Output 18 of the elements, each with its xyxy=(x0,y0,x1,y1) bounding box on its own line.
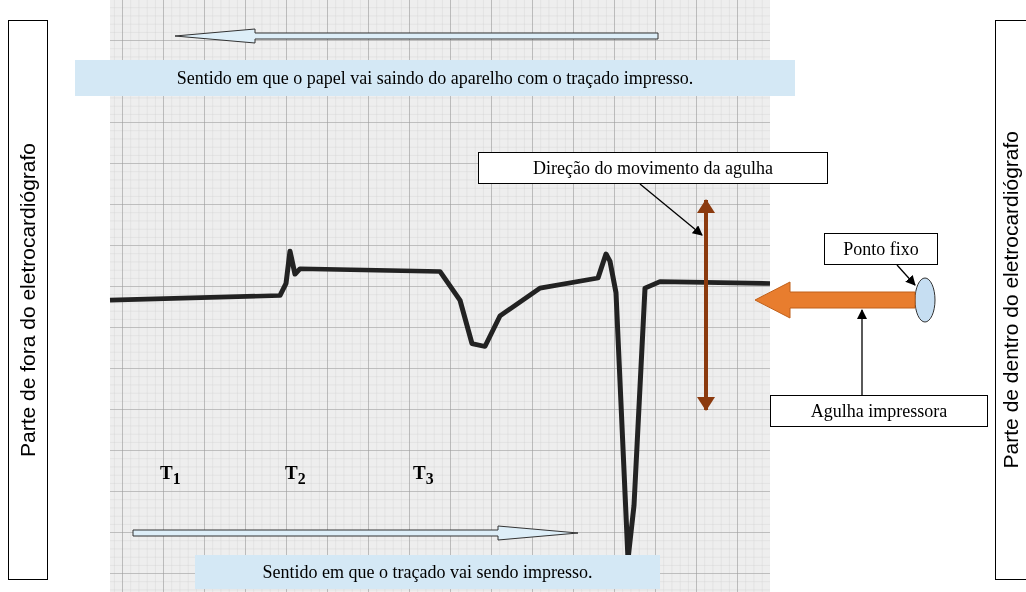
side-panel xyxy=(8,20,48,580)
panel-label: Parte de dentro do eletrocardiógrafo xyxy=(999,131,1023,469)
callout-box: Ponto fixo xyxy=(824,233,938,265)
printing-needle-drawing xyxy=(754,281,916,319)
callout-box: Direção do movimento da agulha xyxy=(478,152,828,184)
caption-band: Sentido em que o traçado vai sendo impresso. xyxy=(195,555,660,589)
needle-travel-drawing xyxy=(697,199,715,411)
panel-label: Parte de fora do eletrocardiógrafo xyxy=(16,143,40,457)
time-label: T$_{2}$ xyxy=(285,462,306,488)
caption-band: Sentido em que o papel vai saindo do aparelho com o traçado impresso. xyxy=(75,60,795,96)
side-panel xyxy=(995,20,1026,580)
leader-line xyxy=(639,183,703,236)
callout-box: Agulha impressora xyxy=(770,395,988,427)
time-label: T$_{3}$ xyxy=(413,462,434,488)
time-label: T$_{1}$ xyxy=(160,462,181,488)
fixed-point-ellipse xyxy=(914,277,936,323)
leader-line xyxy=(857,309,867,396)
leader-line xyxy=(896,264,916,286)
